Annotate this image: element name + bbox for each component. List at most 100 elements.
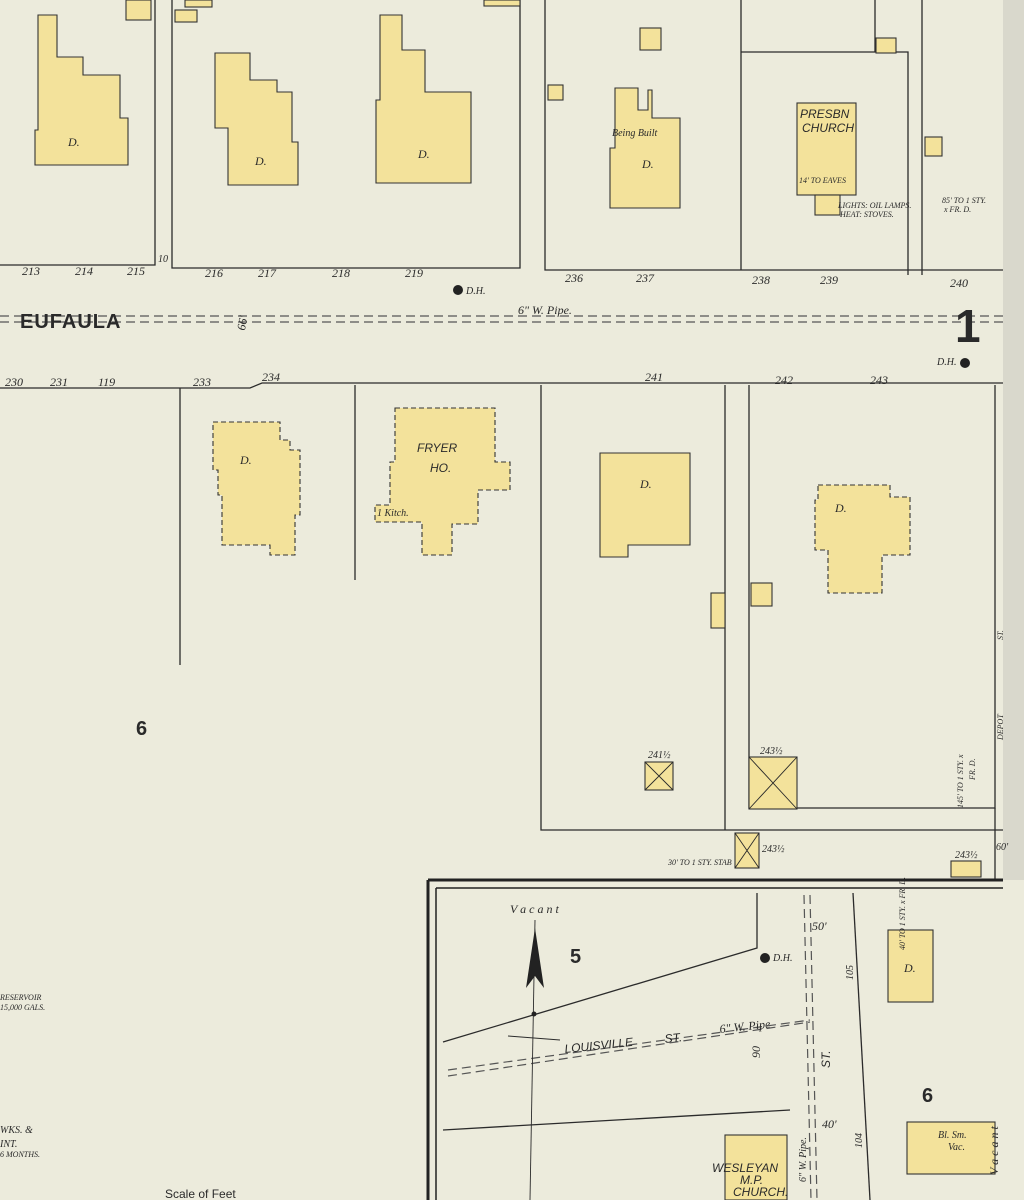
hydrant-label: D.H. [465,286,485,297]
lot-241: 241 [645,370,663,384]
lot-218: 218 [332,266,350,280]
block-number-5: 5 [570,946,581,968]
sheet-reference: 1 [955,300,981,352]
lot-233: 233 [193,375,211,389]
note-145-fr: FR. D. [968,758,977,781]
lot-219: 219 [405,266,423,280]
wesleyan-church-label-3: CHURCH. [733,1185,788,1199]
north-arrow-icon [526,928,544,988]
being-built-label: Being Built [612,128,657,139]
kitchen-label: 1 Kitch. [377,508,409,519]
lot-243: 243 [870,373,888,387]
works-label: WKS. & [0,1125,33,1136]
months-label: 6 MONTHS. [0,1150,40,1159]
lot-238: 238 [752,273,770,287]
note-fr-d: x FR. D. [943,205,971,214]
lot-243-half-c: 243½ [955,850,978,861]
street-width-60: 60' [996,842,1009,853]
dwelling-label: D. [417,147,430,161]
block-number-6: 6 [136,718,147,740]
fryer-house-label-2: HO. [430,461,451,475]
lot-236: 236 [565,271,583,285]
inset-labels: V a c a n t 5 LOUISVILLE ST. 6" W. Pipe … [510,877,1001,1199]
crossed-sheds [644,756,798,869]
vertical-pipe-label: 6" W. Pipe. [798,1137,809,1182]
lower-left-notes: RESERVOIR 15,000 GALS. WKS. & INT. 6 MON… [0,993,236,1200]
lot-242: 242 [775,373,793,387]
dwelling-label: D. [641,157,654,171]
depot-street-label: DEPOT [996,714,1005,741]
vac-label: Vac. [948,1142,965,1153]
street-eufaula: EUFAULA [20,311,121,333]
north-buildings [34,0,943,216]
note-40: 40' TO 1 STY. x FR. D. [898,877,907,950]
presbn-church-label-2: CHURCH [802,121,854,135]
dwelling-label: D. [239,453,252,467]
south-block-lines [0,382,1003,880]
street-width-40: 40' [822,1117,837,1131]
vacant-right-label: V a c a n t [987,1126,1001,1175]
church-heat: HEAT: STOVES. [839,210,894,219]
north-lot-numbers: 213 214 215 216 217 218 219 236 237 238 … [22,254,968,290]
lot-237: 237 [636,271,655,285]
reservoir-label: RESERVOIR [0,993,41,1002]
lot-216: 216 [205,266,223,280]
hydrant-icon [960,358,970,368]
street-louisville-st: ST. [664,1030,683,1046]
dwelling-label: D. [639,477,652,491]
hydrant-label: D.H. [936,357,956,368]
depot-st-label: ST. [996,630,1005,640]
scale-label: Scale of Feet [165,1187,236,1200]
north-labels: D. D. D. Being Built D. PRESBN CHURCH 14… [67,107,986,219]
block-number-6-inset: 6 [922,1085,933,1107]
hydrant-label: D.H. [772,953,792,964]
north-block-lines [0,0,1003,275]
dwelling-label: D. [903,961,916,975]
int-label: INT. [0,1139,17,1150]
inset-map: D.H. [426,878,1024,1200]
presbn-church-label: PRESBN [800,107,850,121]
wesleyan-church-label-2: M.P. [740,1173,763,1187]
vacant-label: V a c a n t [510,902,559,916]
street-width-90: 90 [749,1046,763,1058]
lot-213: 213 [22,264,40,278]
street-st-label: ST. [819,1050,833,1068]
lot-231: 231 [50,375,68,389]
lot-214: 214 [75,264,93,278]
lot-234: 234 [262,370,280,384]
south-labels: D. FRYER HO. 1 Kitch. D. D. 241½ 243½ 24… [136,441,1009,867]
church-eaves: 14' TO EAVES [799,176,846,185]
lot-241-half: 241½ [648,750,671,761]
bl-sm-label: Bl. Sm. [938,1130,967,1141]
lot-104: 104 [854,1133,865,1148]
note-145: 145' TO 1 STY. x [956,754,965,808]
lot-239: 239 [820,273,838,287]
note-85: 85' TO 1 STY. [942,196,986,205]
dwelling-label: D. [67,135,80,149]
lot-240: 240 [950,276,968,290]
street-width-50: 50' [812,919,827,933]
dwelling-label: D. [254,154,267,168]
lot-230: 230 [5,375,23,389]
lot-217: 217 [258,266,277,280]
lot-243-half: 243½ [760,746,783,757]
lot-105: 105 [845,965,856,980]
eufaula-street: EUFAULA 6" W. Pipe. 66' D.H. D.H. 1 [0,285,1003,368]
dwelling-label: D. [834,501,847,515]
lot-243-half-b: 243½ [762,844,785,855]
eufaula-pipe-label: 6" W. Pipe. [518,303,572,317]
street-width-66: 66' [234,314,250,331]
wesleyan-church-label: WESLEYAN [712,1161,778,1175]
lot-10: 10 [158,254,168,265]
reservoir-capacity: 15,000 GALS. [0,1003,45,1012]
fryer-house-label: FRYER [417,441,458,455]
hydrant-icon [760,953,770,963]
church-lights: LIGHTS: OIL LAMPS. [837,201,911,210]
lot-215: 215 [127,264,145,278]
stable-note: 30' TO 1 STY. STAB [667,858,732,867]
louisville-pipe-label: 6" W. Pipe [719,1017,772,1036]
lot-119: 119 [98,375,115,389]
south-lot-numbers: 230 231 119 233 234 241 242 243 [5,370,888,389]
hydrant-icon [453,285,463,295]
